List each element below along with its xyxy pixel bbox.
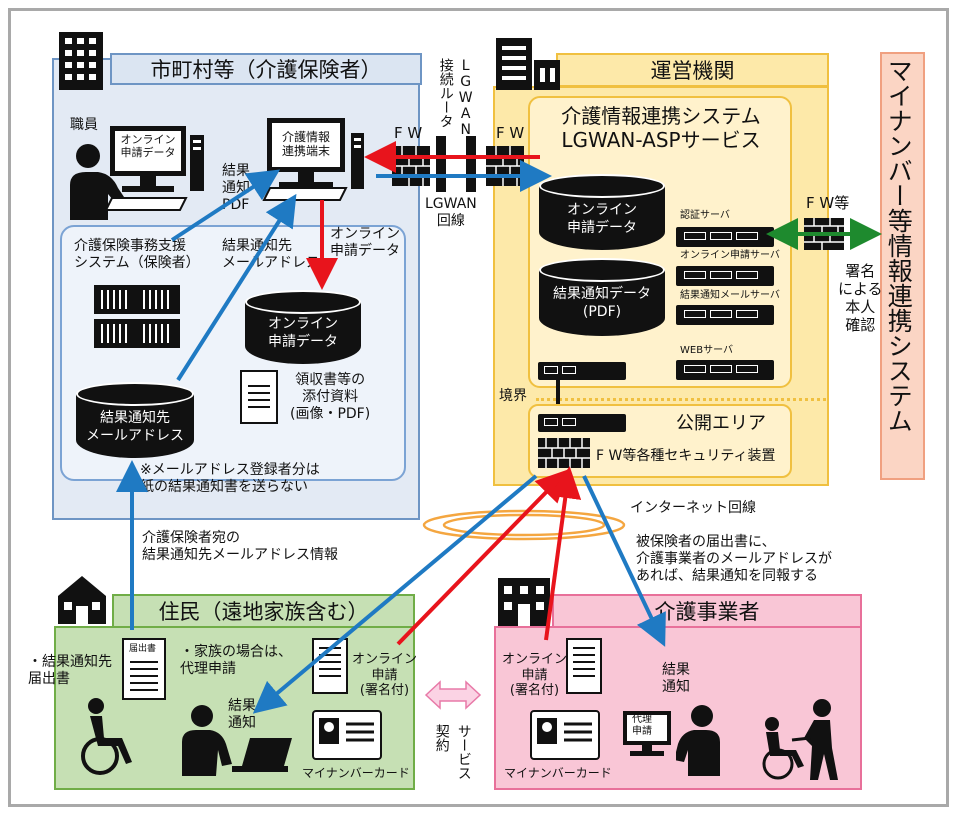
operator-result-db: 結果通知データ (PDF) xyxy=(539,258,665,336)
mynumber-system-panel xyxy=(880,52,925,480)
mail-server xyxy=(676,305,774,325)
operator-online-db-label: オンライン 申請データ xyxy=(567,202,637,236)
building-icon xyxy=(496,576,552,626)
laptop-icon xyxy=(232,736,294,776)
staff-tower-icon xyxy=(190,135,204,191)
terminal-keyboard-icon xyxy=(262,186,348,202)
boundary-label: 境界 xyxy=(499,388,527,404)
boundary-line xyxy=(536,398,826,401)
result-form-label: ・結果通知先 届出書 xyxy=(28,654,112,687)
provider-document-icon xyxy=(566,638,602,694)
lgwan-label: LGWAN xyxy=(457,58,474,138)
security-label: F W等各種セキュリティ装置 xyxy=(596,448,776,464)
contract-left-label: 契約 xyxy=(433,724,450,752)
boundary-device xyxy=(538,362,626,380)
firewall-icon xyxy=(392,146,430,186)
web-server xyxy=(676,360,774,380)
building-icon xyxy=(57,30,105,90)
mynumber-system-label: マイナンバー等情報連携システム xyxy=(884,58,914,433)
system-title: 介護情報連携システム LGWAN-ASPサービス xyxy=(561,104,761,152)
apply-document-icon xyxy=(312,638,348,694)
email-info-label: 介護保険者宛の 結果通知先メールアドレス情報 xyxy=(142,530,338,563)
outer-frame xyxy=(8,8,949,807)
form-document-icon xyxy=(122,638,166,700)
provider-person-icon xyxy=(676,704,722,776)
operator-result-db-label: 結果通知データ (PDF) xyxy=(553,286,651,320)
identity-label: 署名 による 本人 確認 xyxy=(838,262,883,334)
router-icon xyxy=(466,136,476,192)
wheelchair-icon xyxy=(76,696,138,776)
provider-title: 介護事業者 xyxy=(552,594,862,628)
online-app-server xyxy=(676,266,774,286)
terminal-label: 介護情報 連携端末 xyxy=(281,130,330,159)
internet-label: インターネット回線 xyxy=(630,500,756,516)
keyboard-icon xyxy=(104,196,188,212)
firewall-icon xyxy=(804,218,844,250)
firewall-icon xyxy=(486,146,524,186)
staff-label: 職員 xyxy=(70,117,98,133)
online-data-arrow-label: オンライン 申請データ xyxy=(330,226,400,259)
server-label-mail: 結果通知メールサーバ xyxy=(680,290,780,301)
municipality-online-db-label: オンライン 申請データ xyxy=(268,316,338,350)
document-icon xyxy=(240,370,278,424)
caregiver-wheelchair-icon xyxy=(752,698,848,782)
terminal-tower-icon xyxy=(351,133,364,189)
resident-title: 住民（遠地家族含む） xyxy=(112,594,415,628)
auth-server xyxy=(676,227,774,247)
resident-card-label: マイナンバーカード xyxy=(302,766,410,780)
public-device xyxy=(538,414,626,432)
server-label-web: WEBサーバ xyxy=(680,345,733,356)
provider-card-label: マイナンバーカード xyxy=(504,766,612,780)
proxy-tag: 代理 申請 xyxy=(632,714,652,737)
public-area-label: 公開エリア xyxy=(676,413,766,434)
municipality-email-db-label: 結果通知先 メールアドレス xyxy=(86,410,184,444)
mynumber-card-icon xyxy=(312,710,382,760)
server-label-online: オンライン申請サーバ xyxy=(680,250,780,261)
building-icon xyxy=(494,36,562,90)
dest-email-label: 結果通知先 メールアドレス xyxy=(222,238,320,271)
lgwan-line-label: LGWAN 回線 xyxy=(425,196,477,229)
contract-right-label: サービス xyxy=(455,724,472,780)
proxy-label: ・家族の場合は、 代理申請 xyxy=(180,644,292,677)
result-pdf-label: 結果 通知 PDF xyxy=(222,163,250,213)
fw-right-label: F W xyxy=(496,124,525,142)
resident-result-label: 結果 通知 xyxy=(228,698,256,731)
contract-arrow xyxy=(424,680,482,710)
boundary-link xyxy=(556,380,560,414)
terminal-monitor xyxy=(265,116,347,196)
municipality-title: 市町村等（介護保険者） xyxy=(110,53,422,85)
operator-title: 運営機関 xyxy=(556,53,829,87)
proxy-monitor-icon xyxy=(622,710,672,762)
provider-online-apply: オンライン 申請 (署名付) xyxy=(502,652,568,699)
email-note: ※メールアドレス登録者分は 紙の結果通知書を送らない xyxy=(140,462,320,495)
municipality-online-db: オンライン 申請データ xyxy=(245,290,361,364)
municipality-email-db: 結果通知先 メールアドレス xyxy=(76,382,194,458)
provider-notice: 被保険者の届出書に、 介護事業者のメールアドレスが あれば、結果通知を同報する xyxy=(636,534,832,584)
staff-person-icon xyxy=(68,140,128,220)
support-system-label: 介護保険事務支援 システム（保険者） xyxy=(74,238,200,271)
receipts-label: 領収書等の 添付資料 (画像・PDF) xyxy=(290,372,371,422)
router-label: 接続ルータ xyxy=(437,58,454,128)
provider-card-icon xyxy=(530,710,600,760)
support-server-icon xyxy=(94,285,180,349)
operator-online-db: オンライン 申請データ xyxy=(539,174,665,250)
router-icon xyxy=(436,136,446,192)
house-icon xyxy=(56,574,108,626)
fw-etc-label: F W等 xyxy=(806,194,850,212)
provider-result-label: 結果 通知 xyxy=(662,662,690,695)
form-tag: 届出書 xyxy=(129,644,157,654)
staff-monitor-label: オンライン 申請データ xyxy=(120,133,176,160)
fw-left-label: F W xyxy=(394,124,423,142)
firewall-icon xyxy=(538,438,590,468)
resident-online-apply: オンライン 申請 (署名付) xyxy=(352,652,418,699)
server-label-auth: 認証サーバ xyxy=(680,210,730,221)
staff-monitor xyxy=(108,124,188,198)
resident-person-icon xyxy=(180,704,236,776)
